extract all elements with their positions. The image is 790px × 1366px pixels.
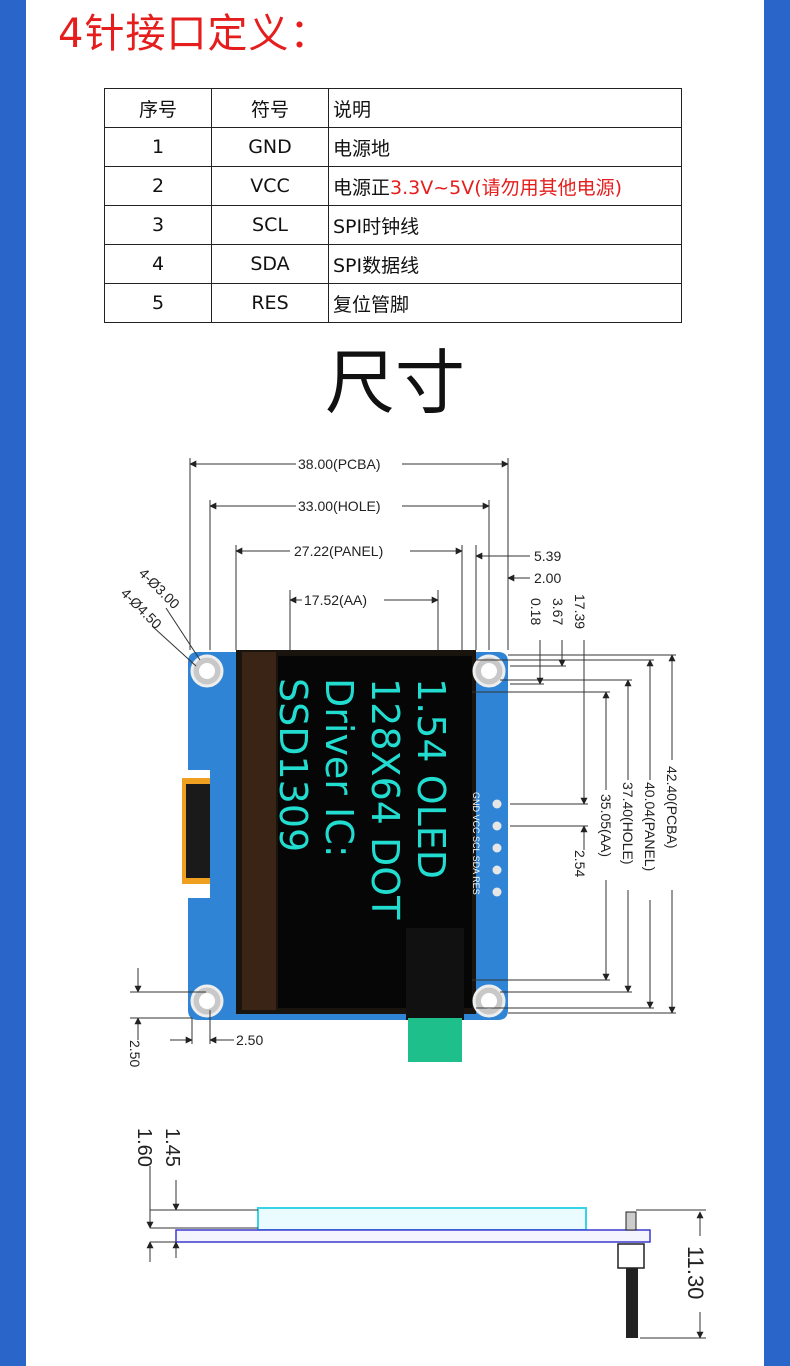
pin-no: 5 xyxy=(104,283,212,323)
pin-definition-table: 序号 符号 说明 1 GND 电源地 2 VCC 电源正3.3V~5V(请勿用其… xyxy=(104,88,682,323)
pin-no: 4 xyxy=(104,244,212,284)
pin-symbol: SCL xyxy=(211,205,329,245)
table-row: 4 SDA SPI数据线 xyxy=(104,244,682,284)
side-pcb xyxy=(175,1229,651,1243)
pin-no: 1 xyxy=(104,127,212,167)
pin-desc: 电源正3.3V~5V(请勿用其他电源) xyxy=(328,166,682,206)
dim-side-1-45: 1.45 xyxy=(161,1128,183,1167)
dim-pcba-height: 42.40(PCBA) xyxy=(664,766,680,848)
screen-line-4: SSD1309 xyxy=(271,678,315,852)
dim-side-1-60: 1.60 xyxy=(133,1128,155,1167)
pin-section-title: 4针接口定义： xyxy=(58,11,331,57)
pin-silkscreen: GND VCC SCL SDA RES xyxy=(471,792,481,895)
dim-hole-height: 37.40(HOLE) xyxy=(620,782,636,864)
dim-right-offset-b: 2.00 xyxy=(534,570,561,586)
dim-hole-width: 33.00(HOLE) xyxy=(298,498,380,514)
dim-17-39: 17.39 xyxy=(572,594,588,629)
dim-right-offset-a: 5.39 xyxy=(534,548,561,564)
table-row: 2 VCC 电源正3.3V~5V(请勿用其他电源) xyxy=(104,166,682,206)
dim-aa-width: 17.52(AA) xyxy=(304,592,367,608)
header-no: 序号 xyxy=(104,88,212,128)
dim-panel-height: 40.04(PANEL) xyxy=(642,782,658,871)
dim-corner-x: 2.50 xyxy=(236,1032,263,1048)
pin-symbol: VCC xyxy=(211,166,329,206)
pin-desc-text: SPI时钟线 xyxy=(333,215,420,238)
screen-line-1: 1.54 OLED xyxy=(409,678,453,879)
pin-desc: 电源地 xyxy=(328,127,682,167)
dim-side-total: 11.30 xyxy=(683,1246,708,1299)
size-section-title: 尺寸 xyxy=(325,342,465,424)
header-symbol: 符号 xyxy=(211,88,329,128)
dimension-drawing: 1.54 OLED 128X64 DOT Driver IC: SSD1309 xyxy=(118,456,708,1339)
screen-line-2: 128X64 DOT xyxy=(363,678,407,920)
side-profile: 1.45 1.60 11.30 xyxy=(133,1128,708,1339)
side-glass xyxy=(257,1207,587,1231)
side-header-pin xyxy=(626,1268,638,1338)
pin-desc-text: SPI数据线 xyxy=(333,254,420,277)
table-row: 3 SCL SPI时钟线 xyxy=(104,205,682,245)
dim-panel-width: 27.22(PANEL) xyxy=(294,543,383,559)
voltage-warning: 3.3V~5V(请勿用其他电源) xyxy=(390,176,623,199)
dim-3-67: 3.67 xyxy=(550,598,566,625)
pin-no: 2 xyxy=(104,166,212,206)
pin-symbol: GND xyxy=(211,127,329,167)
panel-edge-traces xyxy=(242,652,276,1010)
driver-ic xyxy=(406,928,464,1020)
header-desc: 说明 xyxy=(328,88,682,128)
pin-desc: SPI时钟线 xyxy=(328,205,682,245)
pin-desc-text: 复位管脚 xyxy=(333,293,410,316)
pin-symbol: SDA xyxy=(211,244,329,284)
dim-corner-y: 2.50 xyxy=(127,1040,143,1067)
table-row: 5 RES 复位管脚 xyxy=(104,283,682,323)
screen-line-3: Driver IC: xyxy=(317,678,361,858)
pin-desc-text: 电源地 xyxy=(333,137,391,160)
oled-module: 1.54 OLED 128X64 DOT Driver IC: SSD1309 xyxy=(182,650,508,1062)
pin-desc-text: 电源正 xyxy=(333,176,391,199)
dim-pin-pitch: 2.54 xyxy=(572,850,588,877)
table-row: 1 GND 电源地 xyxy=(104,127,682,167)
pin-symbol: RES xyxy=(211,283,329,323)
dim-0-18: 0.18 xyxy=(528,598,544,625)
green-flex-tail xyxy=(408,1018,462,1062)
pin-desc: 复位管脚 xyxy=(328,283,682,323)
side-header-block xyxy=(617,1243,645,1269)
table-header-row: 序号 符号 说明 xyxy=(104,88,682,128)
pin-no: 3 xyxy=(104,205,212,245)
pin-header-pads xyxy=(492,799,502,897)
side-header-top xyxy=(625,1211,637,1231)
dim-pcba-width: 38.00(PCBA) xyxy=(298,456,380,472)
dim-aa-height: 35.05(AA) xyxy=(598,794,614,857)
pin-desc: SPI数据线 xyxy=(328,244,682,284)
